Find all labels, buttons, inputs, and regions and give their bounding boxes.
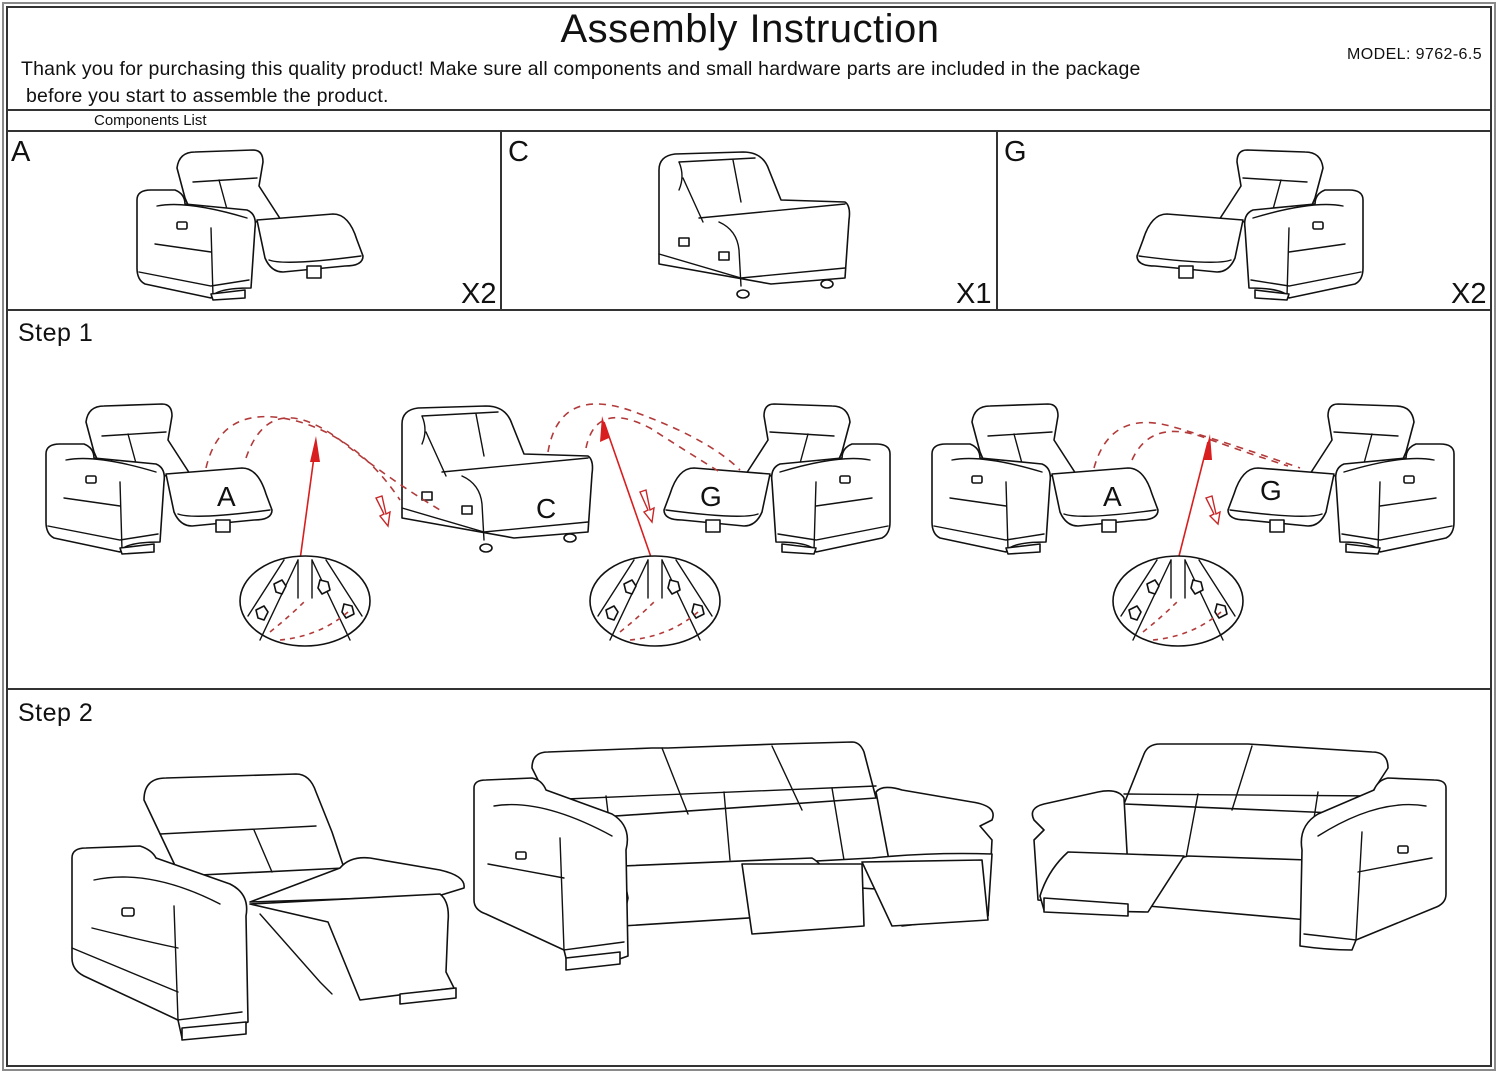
component-c-illustration (655, 150, 855, 305)
alignment-path (246, 418, 440, 510)
component-c-quantity: X1 (956, 278, 992, 310)
recliner-a-piece (45, 403, 273, 555)
down-arrow-icon (376, 496, 390, 526)
alignment-path (1132, 431, 1288, 466)
piece-label-g: G (700, 481, 722, 512)
divider (500, 131, 502, 310)
divider (996, 131, 998, 310)
step-1-diagram: A C G A G (45, 403, 1455, 647)
divider (6, 309, 1492, 311)
recliner-a-drawing (137, 150, 363, 300)
divider (6, 130, 1492, 132)
piece-label-g: G (1260, 475, 1282, 506)
piece-label-a: A (217, 481, 236, 512)
power-button-icon (122, 908, 134, 916)
divider (6, 688, 1492, 690)
connector-bracket-icon (719, 252, 729, 260)
alignment-path (586, 418, 720, 472)
step-1-group-acg: A C G (45, 403, 891, 647)
down-arrow-icon (1206, 496, 1220, 524)
alignment-path (1094, 423, 1300, 468)
piece-label-a: A (1103, 481, 1122, 512)
alignment-path (206, 417, 400, 500)
intro-line-2: before you start to assemble the product… (26, 85, 389, 107)
power-button-icon (1398, 846, 1408, 853)
power-button-icon (177, 222, 187, 229)
model-number: MODEL: 9762-6.5 (1347, 46, 1482, 63)
intro-text: Thank you for purchasing this quality pr… (21, 56, 1141, 110)
assembled-recliner-chair (70, 772, 470, 1047)
component-a-letter: A (11, 136, 31, 168)
component-a-illustration (135, 148, 370, 303)
recliner-g-piece (663, 403, 891, 555)
alignment-path (548, 404, 740, 470)
connector-detail-zoom (1112, 555, 1244, 647)
intro-line-1: Thank you for purchasing this quality pr… (21, 58, 1141, 80)
component-c-letter: C (508, 136, 529, 168)
connector-detail-zoom (589, 555, 721, 647)
pointer-arrow (1178, 442, 1208, 560)
component-a-quantity: X2 (461, 278, 497, 310)
divider (6, 109, 1492, 111)
components-list-heading: Components List (94, 112, 207, 129)
power-button-icon (516, 852, 526, 859)
page-title: Assembly Instruction (560, 7, 940, 51)
step-2-label: Step 2 (18, 699, 94, 727)
connector-detail-zoom (239, 555, 371, 647)
component-g-illustration (1130, 148, 1365, 303)
armless-seat-c-piece (401, 405, 594, 553)
down-arrow-icon (640, 490, 654, 522)
assembled-loveseat (1028, 740, 1448, 950)
component-g-letter: G (1004, 136, 1027, 168)
armless-seat-c-drawing (659, 152, 850, 298)
component-g-quantity: X2 (1451, 278, 1487, 310)
assembled-three-seat-sofa (472, 740, 1002, 970)
step-1-group-ag: A G (931, 403, 1455, 647)
pointer-arrow (604, 422, 652, 560)
connector-bracket-icon (679, 238, 689, 246)
piece-label-c: C (536, 493, 556, 524)
recliner-g-drawing (1137, 150, 1363, 300)
page-inner-border (6, 6, 1492, 1067)
step-1-label: Step 1 (18, 319, 94, 347)
